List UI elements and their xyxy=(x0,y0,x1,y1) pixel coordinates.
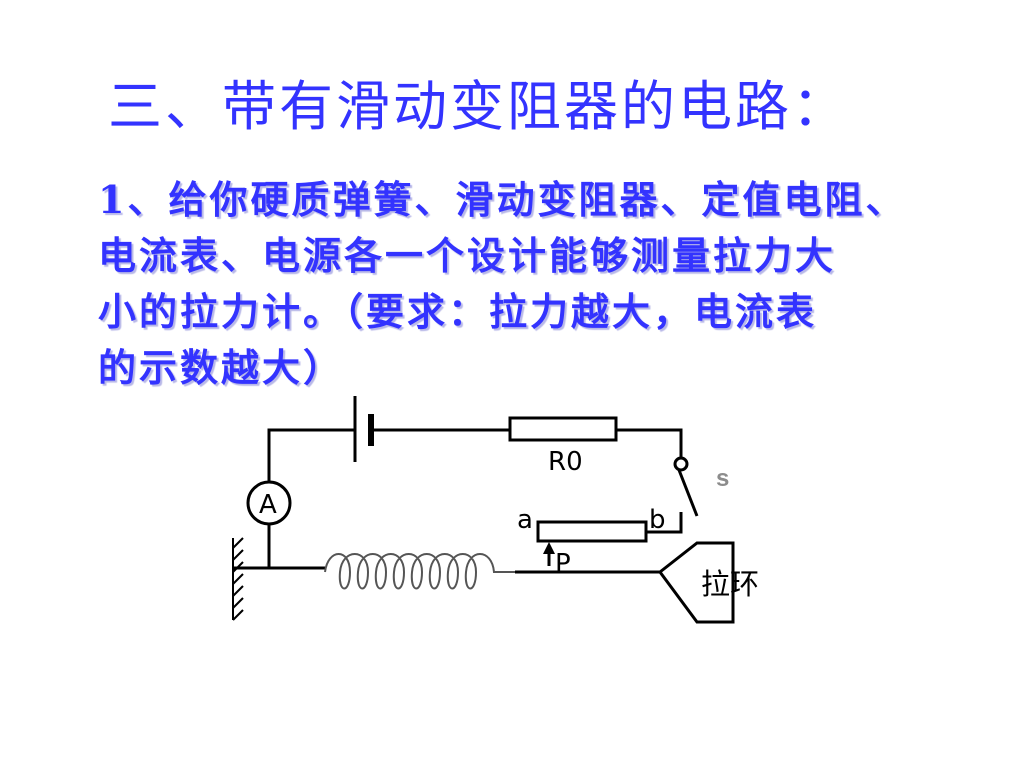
resistor-label: R0 xyxy=(548,447,583,477)
slider-label: P xyxy=(555,549,571,579)
spring-coil xyxy=(324,553,515,590)
problem-line-4: 的示数越大） xyxy=(98,345,345,390)
circuit-wires xyxy=(233,428,683,574)
problem-line-3: 小的拉力计。（要求：拉力越大，电流表 xyxy=(98,289,818,334)
ammeter-label: A xyxy=(259,490,277,520)
pull-ring-label: 拉环 xyxy=(701,567,759,601)
fixed-resistor xyxy=(508,416,618,442)
ammeter-symbol xyxy=(246,480,292,526)
problem-line-2: 电流表、电源各一个设计能够测量拉力大 xyxy=(98,233,837,278)
rheostat-end-b-label: b xyxy=(649,505,666,535)
switch-symbol xyxy=(673,456,699,517)
rheostat-end-a-label: a xyxy=(517,505,533,535)
slider-arrow xyxy=(543,542,555,554)
slide-rheostat xyxy=(536,520,648,543)
problem-statement: 1、给你硬质弹簧、滑动变阻器、定值电阻、 电流表、电源各一个设计能够测量拉力大 … xyxy=(98,172,998,396)
switch-label: s xyxy=(716,465,729,492)
wall-hatching xyxy=(232,537,244,621)
slide-title: 三、带有滑动变阻器的电路： xyxy=(108,75,849,138)
pull-ring xyxy=(657,541,735,624)
battery-symbol xyxy=(353,396,374,462)
problem-line-1: 1、给你硬质弹簧、滑动变阻器、定值电阻、 xyxy=(98,177,907,222)
